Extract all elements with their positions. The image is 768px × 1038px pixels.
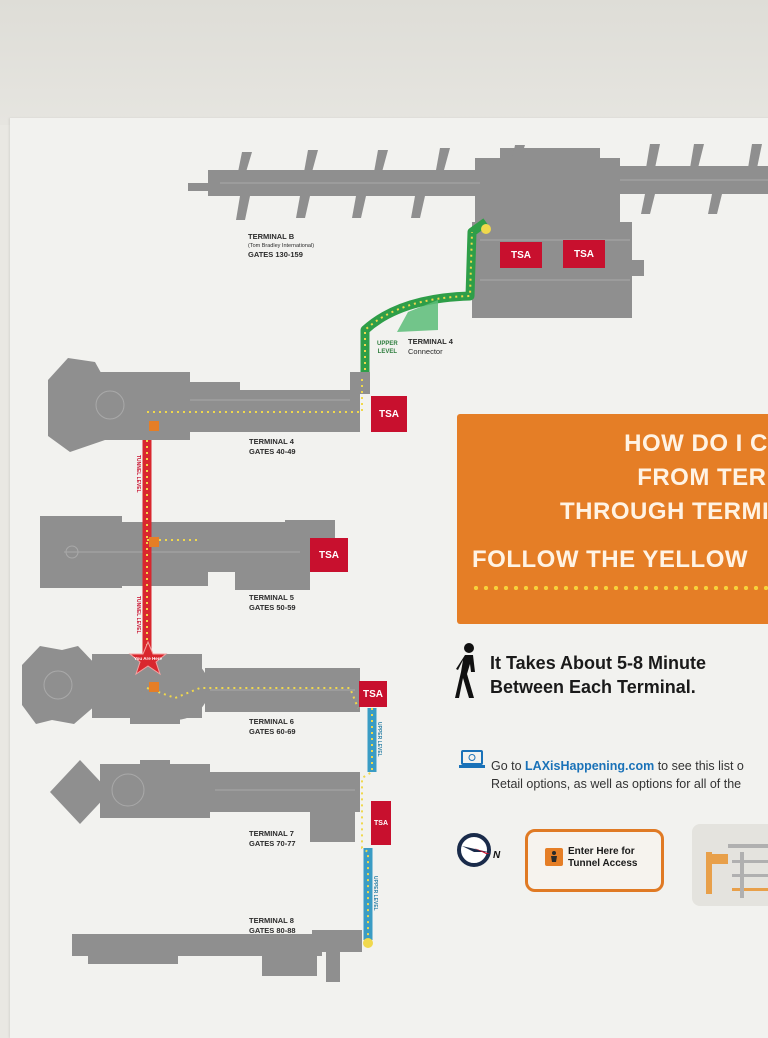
tsa-badge-terminal-6: TSA [359, 681, 387, 707]
walking-person-icon [455, 643, 475, 698]
yellow-route [146, 376, 363, 709]
connector-sub: Connector [408, 347, 443, 356]
upper-level-label-2: UPPER LEVEL [372, 876, 378, 911]
terminal-b-gates: GATES 130-159 [248, 250, 303, 259]
terminal-8-name: TERMINAL 8 [249, 916, 294, 925]
upper-level-line2: LEVEL [377, 349, 397, 355]
terminal-8-building [72, 930, 362, 982]
headline-line-1: HOW DO I CO [624, 430, 768, 457]
mini-map-graphic [706, 844, 768, 898]
terminal-7-label: TERMINAL 7 GATES 70-77 [249, 829, 296, 849]
terminal-b-subtitle: (Tom Bradley International) [248, 243, 315, 249]
terminal-8-gates: GATES 80-88 [249, 926, 296, 935]
mini-map-legend [692, 824, 768, 906]
terminal-b-name: TERMINAL B [248, 232, 295, 241]
go-suffix: to see this list o [654, 759, 744, 773]
terminal-5-label: TERMINAL 5 GATES 50-59 [249, 593, 296, 613]
compass-icon [457, 833, 491, 867]
tunnel-access-legend: Enter Here for Tunnel Access [525, 829, 664, 892]
terminal-6-building [22, 646, 360, 724]
terminal-4-connector [360, 218, 491, 372]
go-line-2: Retail options, as well as options for a… [491, 777, 742, 791]
tsa-badge-terminal-7: TSA [371, 801, 391, 845]
tsa-badge-terminal-5: TSA [310, 538, 348, 572]
enter-line-2: Tunnel Access [568, 858, 638, 869]
route-info-panel: HOW DO I CO FROM TERM THROUGH TERMIN FOL… [457, 414, 768, 624]
connector-name: TERMINAL 4 [408, 337, 453, 346]
terminal-7-detail [111, 773, 355, 807]
terminal-6-gates: GATES 60-69 [249, 727, 296, 736]
upper-level-label-1: UPPER LEVEL [376, 722, 382, 757]
terminal-6-name: TERMINAL 6 [249, 717, 294, 726]
terminal-5-building [40, 516, 335, 590]
tsa-badge-terminal-b-1: TSA [500, 242, 542, 268]
terminal-4-name: TERMINAL 4 [249, 437, 294, 446]
tunnel-access-icon [545, 848, 563, 866]
laptop-icon [459, 750, 485, 768]
walk-line-1: It Takes About 5-8 Minute [490, 653, 707, 673]
upper-level-path [361, 708, 377, 948]
terminal-b-label: TERMINAL B (Tom Bradley International) G… [248, 232, 314, 260]
headline-line-2: FROM TERM [637, 464, 768, 491]
terminal-4-detail [95, 390, 350, 420]
enter-here-text: Enter Here for Tunnel Access [568, 846, 637, 870]
terminal-7-gates: GATES 70-77 [249, 839, 296, 848]
yellow-dots-divider [471, 586, 768, 590]
follow-yellow-text: FOLLOW THE YELLOW [472, 546, 749, 573]
tsa-badge-terminal-4: TSA [371, 396, 407, 432]
website-info: Go to LAXisHappening.com to see this lis… [491, 757, 744, 793]
terminal-5-gates: GATES 50-59 [249, 603, 296, 612]
you-are-here-marker [128, 640, 168, 676]
terminal-b-building [188, 144, 768, 318]
walk-line-2: Between Each Terminal. [490, 677, 696, 697]
terminal-5-detail [64, 545, 300, 559]
go-prefix: Go to [491, 759, 526, 773]
upper-level-line1: UPPER [377, 341, 398, 347]
tunnel-access-markers [149, 421, 159, 692]
compass-north-label: N [493, 850, 501, 861]
terminal-6-detail [43, 670, 355, 700]
headline-line-3: THROUGH TERMIN [560, 498, 768, 525]
terminal-7-name: TERMINAL 7 [249, 829, 294, 838]
terminal-6-label: TERMINAL 6 GATES 60-69 [249, 717, 296, 737]
walk-time-text: It Takes About 5-8 Minute Between Each T… [490, 651, 706, 699]
tunnel-level-label-1: TUNNEL LEVEL [135, 455, 141, 493]
terminal-b-detail [220, 179, 768, 281]
terminal-7-building [50, 760, 360, 842]
terminal-4-building [48, 358, 370, 452]
website-link[interactable]: LAXisHappening.com [525, 759, 655, 773]
enter-line-1: Enter Here for [568, 846, 635, 857]
terminal-4-gates: GATES 40-49 [249, 447, 296, 456]
terminal-4-label: TERMINAL 4 GATES 40-49 [249, 437, 296, 457]
upper-level-green-label: UPPER LEVEL [377, 340, 398, 356]
terminal-5-name: TERMINAL 5 [249, 593, 294, 602]
wall-background [0, 0, 768, 125]
you-are-here-text: You Are Here [134, 656, 163, 661]
connector-label: TERMINAL 4 Connector [408, 337, 453, 357]
terminal-8-label: TERMINAL 8 GATES 80-88 [249, 916, 296, 936]
tsa-badge-terminal-b-2: TSA [563, 240, 605, 268]
tunnel-level-label-2: TUNNEL LEVEL [135, 596, 141, 634]
